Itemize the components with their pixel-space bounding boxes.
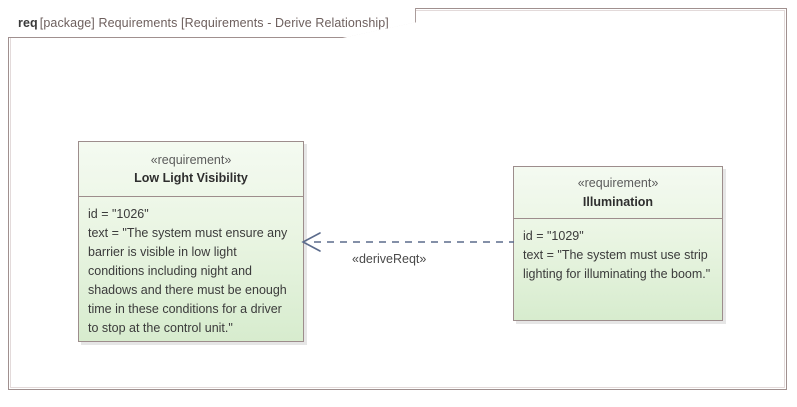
requirement-compartment: id = "1026" text = "The system must ensu…: [79, 197, 303, 355]
requirement-block-illumination[interactable]: «requirement» Illumination id = "1029" t…: [513, 166, 723, 321]
requirement-header: «requirement» Low Light Visibility: [79, 142, 303, 197]
requirement-attribute-text: text = "The system must ensure any barri…: [88, 226, 291, 335]
requirement-name: Low Light Visibility: [134, 171, 248, 185]
diagram-header-tab: req [package] Requirements [Requirements…: [8, 8, 416, 38]
requirement-name: Illumination: [582, 194, 654, 209]
diagram-kind-label: req: [18, 15, 38, 30]
requirement-compartment: id = "1029" text = "The system must use …: [514, 219, 722, 334]
requirement-stereotype: «requirement»: [577, 176, 659, 191]
requirement-stereotype: «requirement»: [150, 152, 232, 167]
requirement-attribute-id: id = "1029": [523, 229, 584, 243]
requirement-block-low-light-visibility[interactable]: «requirement» Low Light Visibility id = …: [78, 141, 304, 342]
requirement-attribute-id: id = "1026": [88, 207, 149, 221]
requirement-header: «requirement» Illumination: [514, 167, 722, 219]
diagram-title-label: [package] Requirements [Requirements - D…: [39, 15, 389, 30]
requirement-attribute-text: text = "The system must use strip lighti…: [523, 248, 712, 281]
derive-reqt-label: «deriveReqt»: [352, 252, 427, 266]
